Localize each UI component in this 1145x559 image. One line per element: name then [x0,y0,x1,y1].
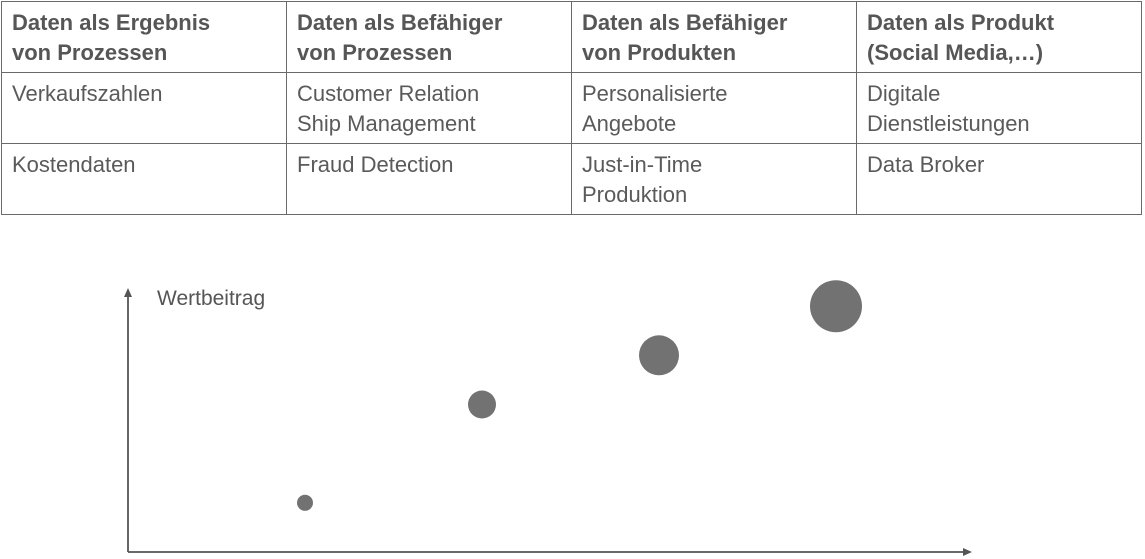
header-line: von Prozessen [297,40,453,65]
header-line: Daten als Ergebnis [12,10,211,35]
header-cell-produkt: Daten als Produkt (Social Media,…) [856,1,1142,73]
bubble-point-3 [639,335,679,376]
table-cell: Fraud Detection [286,143,572,215]
table-cell: Kostendaten [1,143,287,215]
bubble-point-2 [468,390,496,419]
table-cell: Personalisierte Angebote [571,72,857,144]
table-cell: Verkaufszahlen [1,72,287,144]
cell-line: Personalisierte [582,81,728,106]
table-row: Verkaufszahlen Customer Relation Ship Ma… [1,72,1142,144]
cell-line: Verkaufszahlen [12,81,163,106]
bubble-point-4 [810,280,862,333]
cell-line: Data Broker [867,152,985,177]
header-cell-befaehiger-produkten: Daten als Befähiger von Produkten [571,1,857,73]
cell-line: Fraud Detection [297,152,454,177]
table-cell: Just-in-Time Produktion [571,143,857,215]
cell-line: Dienstleistungen [867,111,1030,136]
bubble-point-1 [297,494,313,511]
header-line: (Social Media,…) [867,40,1044,65]
y-axis-label: Wertbeitrag [157,287,265,310]
table-cell: Customer Relation Ship Management [286,72,572,144]
cell-line: Angebote [582,111,677,136]
header-line: Daten als Befähiger [582,10,788,35]
table-cell: Digitale Dienstleistungen [856,72,1142,144]
table-cell: Data Broker [856,143,1142,215]
cell-line: Kostendaten [12,152,136,177]
wertbeitrag-bubble-chart: Wertbeitrag [124,280,972,556]
header-line: Daten als Produkt [867,10,1055,35]
cell-line: Digitale [867,81,941,106]
cell-line: Just-in-Time [582,152,703,177]
header-line: Daten als Befähiger [297,10,503,35]
header-cell-ergebnis-prozessen: Daten als Ergebnis von Prozessen [1,1,287,73]
cell-line: Customer Relation [297,81,480,106]
data-points [297,280,862,511]
header-cell-befaehiger-prozessen: Daten als Befähiger von Prozessen [286,1,572,73]
cell-line: Produktion [582,182,688,207]
data-categories-table: Daten als Ergebnis von Prozessen Daten a… [1,1,1142,215]
header-line: von Produkten [582,40,737,65]
cell-line: Ship Management [297,111,476,136]
table-header-row: Daten als Ergebnis von Prozessen Daten a… [1,1,1142,73]
table-row: Kostendaten Fraud Detection Just-in-Time… [1,143,1142,215]
header-line: von Prozessen [12,40,168,65]
